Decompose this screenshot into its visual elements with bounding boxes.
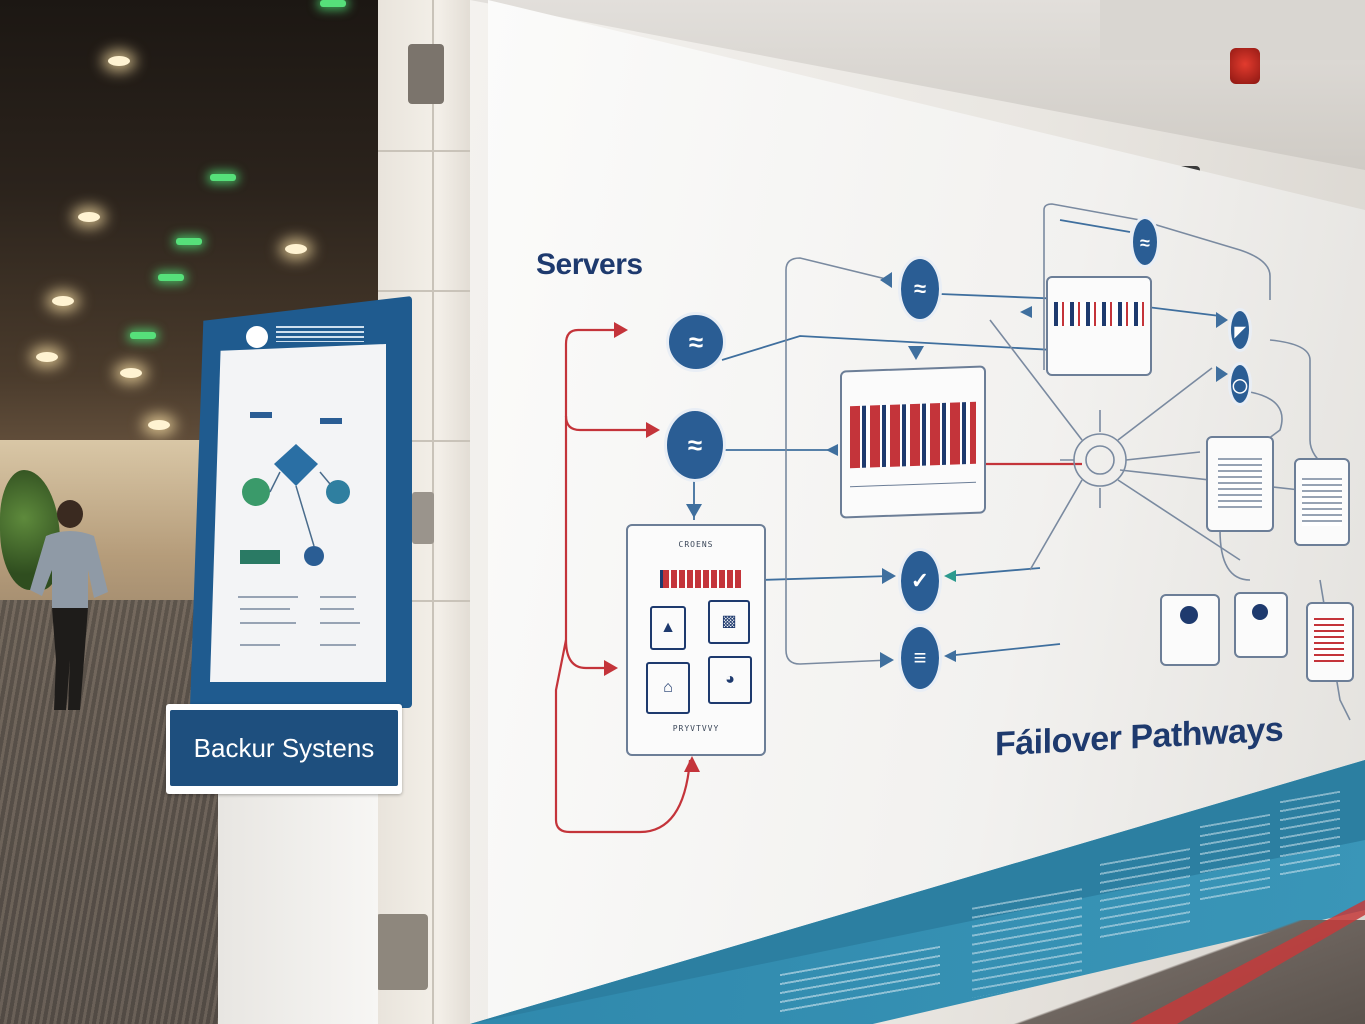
kiosk-node xyxy=(326,480,350,504)
tile-line xyxy=(378,440,470,442)
green-light xyxy=(176,238,202,245)
small-panel xyxy=(1306,602,1354,682)
blue-wire xyxy=(945,643,1061,657)
dome-icon: ◕ xyxy=(708,656,752,704)
wifi-icon: ≈ xyxy=(666,312,726,372)
signal-icon: ◤ xyxy=(1228,308,1252,352)
hub-ring xyxy=(1073,433,1127,487)
blue-wire xyxy=(1059,219,1131,233)
green-light xyxy=(158,274,184,281)
wall-bracket xyxy=(408,44,444,104)
rack-graphic xyxy=(1054,302,1144,326)
signal-icon: ◯ xyxy=(1228,362,1252,406)
server-rack-graphic xyxy=(660,570,741,588)
arrowhead xyxy=(944,570,956,582)
ceiling-light xyxy=(285,244,307,254)
green-light xyxy=(320,0,346,7)
blue-wire xyxy=(721,335,1091,361)
tile-line xyxy=(378,600,470,602)
red-path xyxy=(564,416,612,670)
logo-icon xyxy=(246,326,268,348)
ceiling-light xyxy=(120,368,142,378)
ceiling-light xyxy=(78,212,100,222)
walking-person xyxy=(30,500,108,710)
arrowhead xyxy=(1216,366,1228,382)
network-node-icon: ≡ xyxy=(898,624,942,692)
wifi-icon: ≈ xyxy=(664,408,726,482)
doc-graphic xyxy=(1302,478,1342,526)
hub-ring xyxy=(1085,445,1115,475)
divider xyxy=(850,481,976,488)
doc-graphic xyxy=(1218,458,1262,508)
wifi-icon: ≈ xyxy=(898,256,942,322)
arrowhead xyxy=(646,422,660,438)
green-light xyxy=(130,332,156,339)
wifi-icon: ≈ xyxy=(1130,216,1160,268)
datacenter-graphic xyxy=(850,401,976,469)
arrowhead xyxy=(880,652,894,668)
small-panel xyxy=(1206,436,1274,532)
blue-wire xyxy=(759,575,891,581)
servers-title: Servers xyxy=(536,248,643,281)
arrowhead xyxy=(686,504,702,518)
arrowhead xyxy=(1020,306,1032,318)
storage-icon: ▲ xyxy=(650,606,686,650)
kiosk-post xyxy=(218,780,378,1024)
red-path xyxy=(554,639,692,834)
ceiling-light xyxy=(108,56,130,66)
grey-wire xyxy=(1043,203,1271,300)
tile-line xyxy=(378,290,470,292)
arrowhead xyxy=(604,660,618,676)
doc-graphic xyxy=(1314,618,1344,662)
tile-line xyxy=(378,150,470,152)
grey-wire xyxy=(1239,391,1283,461)
arrowhead xyxy=(684,756,700,772)
band-text-block xyxy=(1200,813,1270,907)
small-panel xyxy=(1160,594,1220,666)
arrowhead xyxy=(826,444,838,456)
backup-panel: CROENS ▲ ▩ ⌂ ◕ PRYVTVVY xyxy=(626,524,766,756)
ceiling-light xyxy=(36,352,58,362)
arrowhead xyxy=(944,650,956,662)
arrowhead xyxy=(614,322,628,338)
drive-icon: ▩ xyxy=(708,600,750,644)
kiosk-graphic xyxy=(240,550,280,564)
kiosk-center-node xyxy=(274,444,318,486)
kiosk-diagram xyxy=(238,412,360,646)
globe-icon xyxy=(1252,604,1268,620)
backup-panel-footer: PRYVTVVY xyxy=(672,724,720,733)
red-path xyxy=(564,328,652,432)
wall-bracket xyxy=(412,492,434,544)
band-text-block xyxy=(1280,790,1340,882)
arrowhead xyxy=(882,568,896,584)
kiosk-node xyxy=(242,478,270,506)
backup-panel-caption: CROENS xyxy=(678,540,714,549)
kiosk-label: Backur Systens xyxy=(170,710,398,786)
kiosk-header-text xyxy=(276,326,364,342)
network-node-icon: ✓ xyxy=(898,548,942,614)
arrowhead xyxy=(880,272,892,288)
grey-wire xyxy=(785,270,891,665)
green-light xyxy=(210,174,236,181)
datacenter-panel xyxy=(840,365,986,519)
globe-icon xyxy=(1180,606,1198,624)
ceiling-light xyxy=(52,296,74,306)
fire-alarm xyxy=(1230,48,1260,84)
arrowhead xyxy=(908,346,924,360)
wall-bracket xyxy=(376,914,428,990)
kiosk-diagram-sheet xyxy=(210,344,386,682)
small-panel xyxy=(1234,592,1288,658)
small-panel xyxy=(1046,276,1152,376)
kiosk-node xyxy=(304,546,324,566)
grey-wire xyxy=(785,257,891,281)
arrowhead xyxy=(1216,312,1228,328)
grey-wire xyxy=(1269,339,1331,471)
ceiling-light xyxy=(148,420,170,430)
house-icon: ⌂ xyxy=(646,662,690,714)
blue-wire xyxy=(945,567,1041,577)
small-panel xyxy=(1294,458,1350,546)
grey-wire xyxy=(1219,529,1251,581)
